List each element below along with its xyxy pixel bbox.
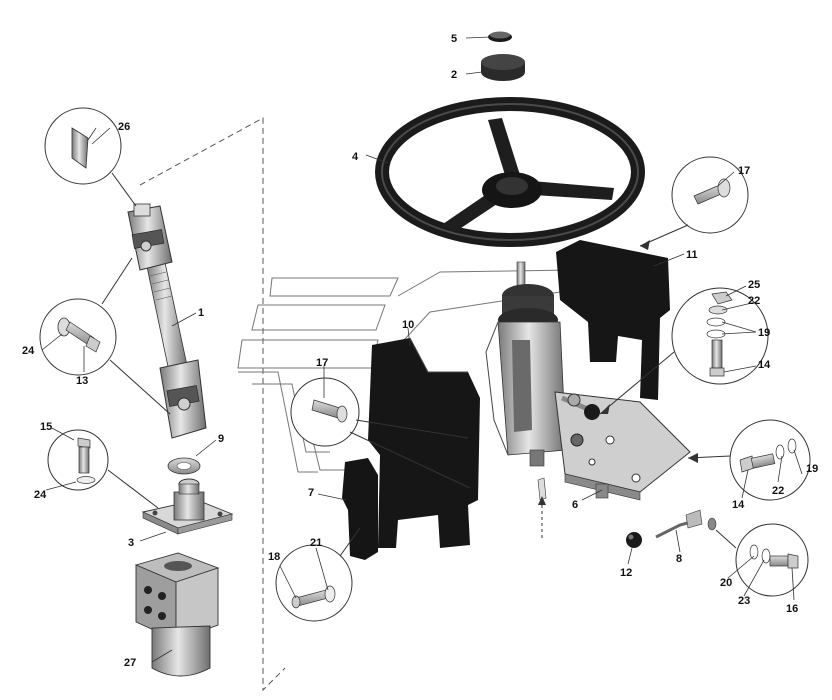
- assembly-arrow: [538, 496, 546, 540]
- callout-15: 15: [40, 421, 52, 433]
- upper-cover-panel: [556, 240, 670, 400]
- callout-12: 12: [620, 567, 632, 579]
- callout-10: 10: [402, 319, 414, 331]
- callout-18: 18: [268, 551, 280, 563]
- callout-19b: 19: [806, 463, 818, 475]
- callout-23: 23: [738, 595, 750, 607]
- detail-18-21: [275, 527, 361, 622]
- column-cover-panel: [368, 337, 480, 548]
- small-bolt: [537, 477, 547, 501]
- small-cover: [342, 458, 378, 560]
- callout-27: 27: [124, 657, 136, 669]
- callout-13: 13: [76, 375, 88, 387]
- callout-11: 11: [686, 249, 698, 261]
- emblem: [488, 31, 512, 42]
- callout-26: 26: [118, 121, 130, 133]
- steering-unit: [134, 552, 220, 677]
- callout-20: 20: [720, 577, 732, 589]
- callout-17b: 17: [738, 165, 750, 177]
- tilt-lever: [561, 393, 600, 420]
- callout-14a: 14: [758, 359, 771, 371]
- leader-lines: [41, 36, 803, 663]
- knob-ball: [626, 532, 642, 548]
- callout-9: 9: [218, 433, 224, 445]
- pin-lever: [655, 509, 717, 539]
- callout-4: 4: [352, 151, 359, 163]
- mounting-bracket: [554, 391, 691, 501]
- callout-labels: 1 2 3 4 5 6 7 8 9 10 11 12 13 14 14 15 1…: [22, 33, 818, 669]
- callout-1: 1: [198, 307, 204, 319]
- callout-24b: 24: [34, 489, 47, 501]
- callout-6: 6: [572, 499, 578, 511]
- callout-2: 2: [451, 69, 457, 81]
- callout-24a: 24: [22, 345, 35, 357]
- washer: [167, 457, 201, 475]
- detail-17-right: [639, 156, 749, 250]
- callout-8: 8: [676, 553, 682, 565]
- callout-17a: 17: [316, 357, 328, 369]
- callout-21: 21: [310, 537, 322, 549]
- detail-25-22-19-14: [599, 287, 769, 415]
- callout-22a: 22: [748, 295, 760, 307]
- callout-16: 16: [786, 603, 798, 615]
- steering-wheel: [375, 97, 645, 247]
- detail-14-22-19: [687, 419, 811, 501]
- detail-13-24: [39, 257, 171, 415]
- flange: [141, 478, 234, 535]
- callout-3: 3: [128, 537, 134, 549]
- callout-5: 5: [451, 33, 457, 45]
- dashed-assembly-outline: [139, 117, 286, 692]
- callout-19a: 19: [758, 327, 770, 339]
- callout-22b: 22: [772, 485, 784, 497]
- callout-25: 25: [748, 279, 760, 291]
- horn-cap: [481, 54, 525, 81]
- cardan-shaft: [127, 203, 207, 439]
- callout-7: 7: [308, 487, 314, 499]
- callout-14b: 14: [732, 499, 745, 511]
- detail-17-left: [290, 377, 471, 489]
- steering-column: [485, 261, 567, 467]
- detail-15-24: [47, 429, 159, 509]
- detail-26: [44, 107, 137, 207]
